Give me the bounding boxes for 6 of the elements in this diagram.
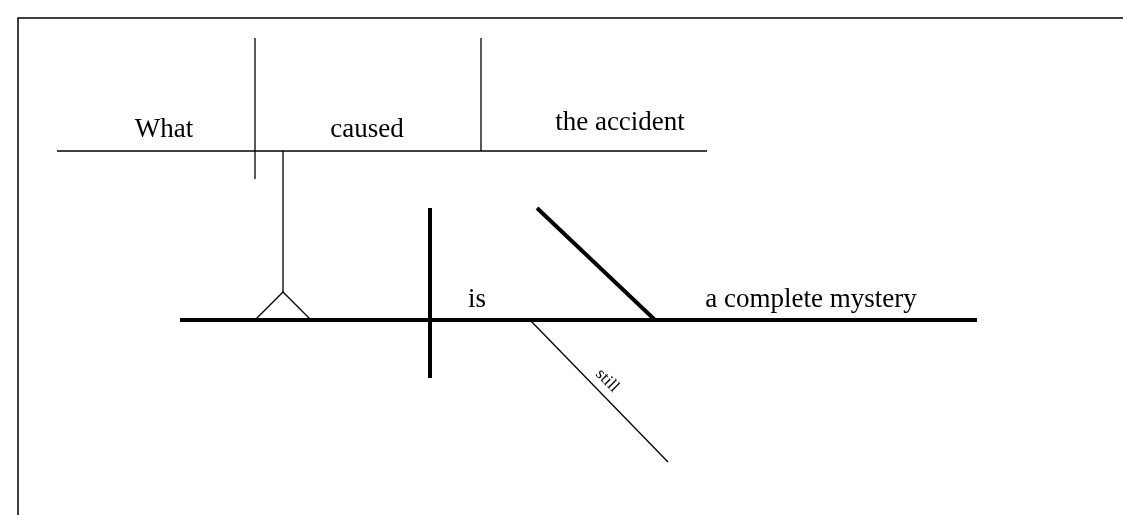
verb-word: is <box>468 284 486 312</box>
predicate-phrase: a complete mystery <box>705 284 917 312</box>
object-phrase: the accident <box>555 107 685 135</box>
modifier-word: still <box>592 364 624 396</box>
verb-word: caused <box>330 114 404 142</box>
subject-word: What <box>134 114 194 142</box>
